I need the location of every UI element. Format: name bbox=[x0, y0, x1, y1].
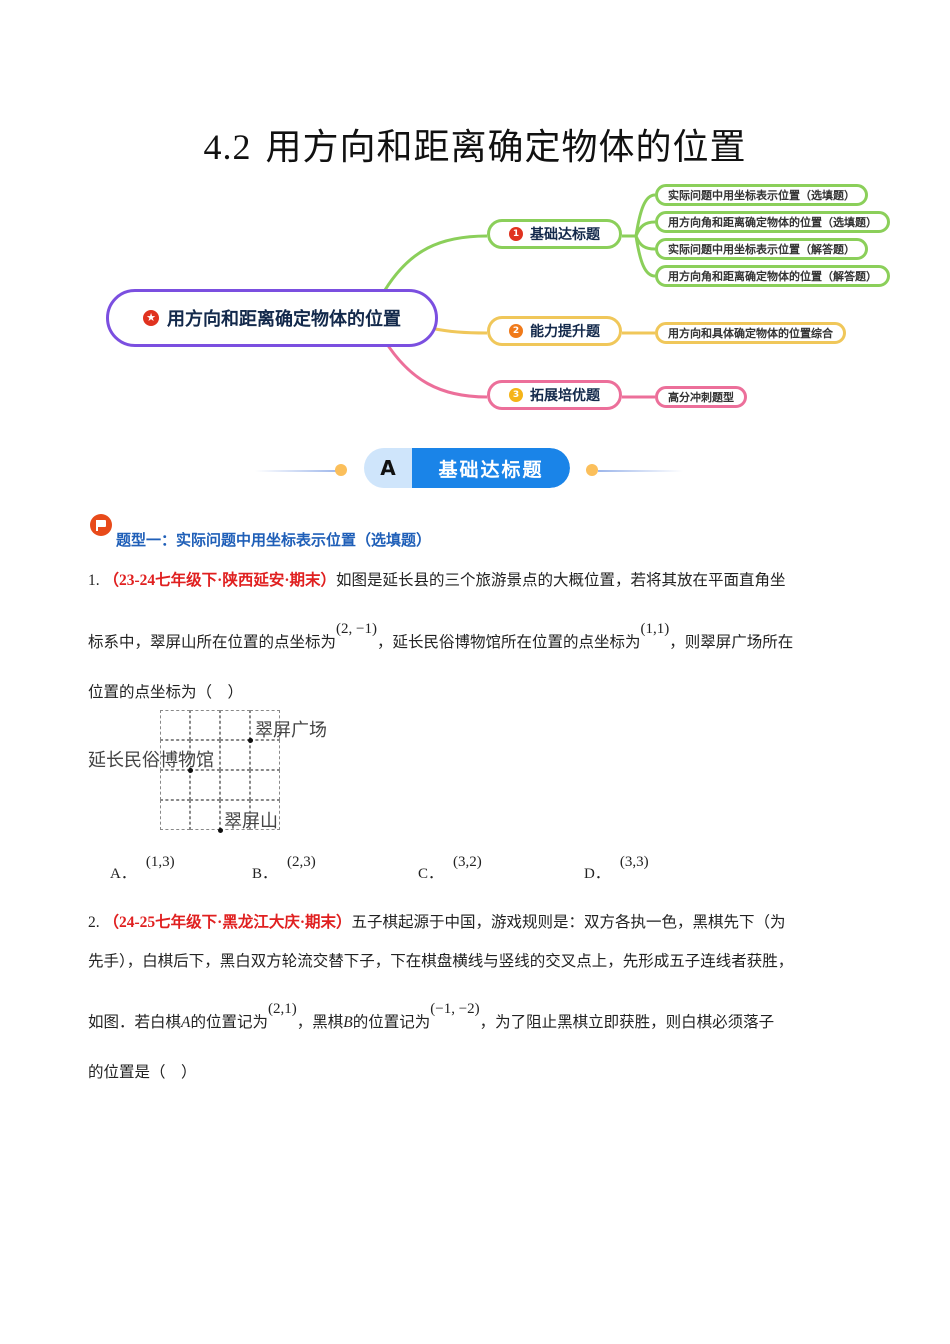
question-2-line-2: 先手），白棋后下，黑白双方轮流交替下子，下在棋盘横线与竖线的交叉点上，先形成五子… bbox=[88, 949, 793, 971]
section-number: 4.2 bbox=[203, 127, 252, 167]
option-value: (3,3) bbox=[619, 854, 649, 870]
question-text: 如图是延长县的三个旅游景点的大概位置，若将其放在平面直角坐 bbox=[336, 572, 786, 589]
leaf-item: 高分冲刺题型 bbox=[655, 386, 747, 408]
point-mountain bbox=[218, 828, 223, 833]
root-label: 用方向和距离确定物体的位置 bbox=[167, 309, 401, 330]
label-mountain: 翠屏山 bbox=[224, 811, 278, 831]
leaf-item: 用方向角和距离确定物体的位置（选填题） bbox=[655, 211, 890, 233]
flag-icon bbox=[90, 514, 112, 536]
banner-line-left bbox=[255, 470, 340, 472]
option-value: (1,3) bbox=[145, 854, 175, 870]
label-plaza: 翠屏广场 bbox=[255, 720, 327, 740]
option-label: D． bbox=[584, 866, 610, 882]
question-2-line-1: 2. （24-25七年级下·黑龙江大庆·期末）五子棋起源于中国，游戏规则是：双方… bbox=[88, 910, 786, 932]
number-badge-icon: 1 bbox=[509, 227, 523, 241]
question-text: 的位置是（ ） bbox=[88, 1064, 197, 1081]
banner-label: 基础达标题 bbox=[412, 448, 570, 488]
option-label: B． bbox=[252, 866, 278, 882]
leaf-item: 实际问题中用坐标表示位置（解答题） bbox=[655, 238, 868, 260]
question-2-line-3: 如图．若白棋A的位置记为(2,1)，黑棋B的位置记为(−1, −2)，为了阻止黑… bbox=[88, 1001, 775, 1032]
branch-label: 能力提升题 bbox=[530, 324, 600, 340]
option-d: D． (3,3) bbox=[584, 854, 649, 883]
question-text: ，黑棋 bbox=[296, 1014, 344, 1031]
section-heading: 题型一：实际问题中用坐标表示位置（选填题） bbox=[116, 531, 432, 549]
question-text: ，为了阻止黑棋立即获胜，则白棋必须落子 bbox=[479, 1014, 775, 1031]
question-2-line-4: 的位置是（ ） bbox=[88, 1060, 197, 1082]
question-source: （23-24七年级下·陕西延安·期末） bbox=[103, 572, 337, 589]
banner-line-right bbox=[598, 470, 683, 472]
branch-advanced: 3 拓展培优题 bbox=[487, 380, 622, 410]
question-text: 标系中，翠屏山所在位置的点坐标为 bbox=[88, 634, 337, 651]
question-1-line-1: 1. （23-24七年级下·陕西延安·期末）如图是延长县的三个旅游景点的大概位置… bbox=[88, 568, 786, 590]
math-expression: (−1, −2) bbox=[430, 1001, 480, 1017]
title-text: 用方向和距离确定物体的位置 bbox=[265, 126, 747, 167]
question-text: 五子棋起源于中国，游戏规则是：双方各执一色，黑棋先下（为 bbox=[351, 914, 786, 931]
option-label: A． bbox=[110, 866, 136, 882]
label-museum: 延长民俗博物馆 bbox=[88, 750, 214, 770]
number-badge-icon: 3 bbox=[509, 388, 523, 402]
leaf-item: 实际问题中用坐标表示位置（选填题） bbox=[655, 184, 868, 206]
question-number: 1. bbox=[88, 572, 100, 589]
point-plaza bbox=[248, 738, 253, 743]
question-text: 如图．若白棋 bbox=[88, 1014, 182, 1031]
question-1-line-3: 位置的点坐标为（ ） bbox=[88, 680, 243, 702]
option-value: (3,2) bbox=[453, 854, 482, 870]
question-text: ，则翠屏广场所在 bbox=[669, 634, 794, 651]
mind-map-root: ★ 用方向和距离确定物体的位置 bbox=[106, 289, 438, 347]
math-expression: (2, −1) bbox=[336, 621, 377, 637]
leaf-item: 用方向和具体确定物体的位置综合 bbox=[655, 322, 846, 344]
question-1-line-2: 标系中，翠屏山所在位置的点坐标为(2, −1)，延长民俗博物馆所在位置的点坐标为… bbox=[88, 621, 794, 652]
mind-map: ★ 用方向和距离确定物体的位置 1 基础达标题 2 能力提升题 3 拓展培优题 … bbox=[0, 0, 950, 430]
banner-letter: A bbox=[364, 448, 412, 488]
banner-dot-right bbox=[586, 464, 598, 476]
option-value: (2,3) bbox=[287, 854, 316, 870]
star-icon: ★ bbox=[143, 310, 159, 326]
banner-dot-left bbox=[335, 464, 347, 476]
math-expression: (2,1) bbox=[268, 1001, 297, 1017]
option-c: C． (3,2) bbox=[418, 854, 482, 883]
variable: A bbox=[181, 1014, 191, 1031]
question-text: 位置的点坐标为（ ） bbox=[88, 684, 244, 701]
coordinate-grid-figure bbox=[160, 710, 280, 833]
variable: B bbox=[343, 1014, 353, 1031]
leaf-item: 用方向角和距离确定物体的位置（解答题） bbox=[655, 265, 890, 287]
option-b: B． (2,3) bbox=[252, 854, 316, 883]
branch-label: 基础达标题 bbox=[530, 227, 600, 243]
question-number: 2. bbox=[88, 914, 100, 931]
mind-map-connectors bbox=[383, 193, 656, 399]
option-a: A． (1,3) bbox=[110, 854, 175, 883]
question-text: 的位置记为 bbox=[352, 1014, 431, 1031]
option-label: C． bbox=[418, 866, 444, 882]
question-text: 的位置记为 bbox=[190, 1014, 268, 1031]
number-badge-icon: 2 bbox=[509, 324, 523, 338]
point-museum bbox=[188, 768, 193, 773]
branch-label: 拓展培优题 bbox=[530, 388, 600, 404]
section-banner: A 基础达标题 bbox=[364, 448, 570, 488]
page-title: 4.2 用方向和距离确定物体的位置 bbox=[0, 118, 950, 170]
question-source: （24-25七年级下·黑龙江大庆·期末） bbox=[103, 914, 352, 931]
question-text: ，延长民俗博物馆所在位置的点坐标为 bbox=[376, 634, 641, 651]
branch-improve: 2 能力提升题 bbox=[487, 316, 622, 346]
branch-basic: 1 基础达标题 bbox=[487, 219, 622, 249]
math-expression: (1,1) bbox=[640, 621, 670, 637]
question-text: 先手），白棋后下，黑白双方轮流交替下子，下在棋盘横线与竖线的交叉点上，先形成五子… bbox=[88, 953, 794, 970]
